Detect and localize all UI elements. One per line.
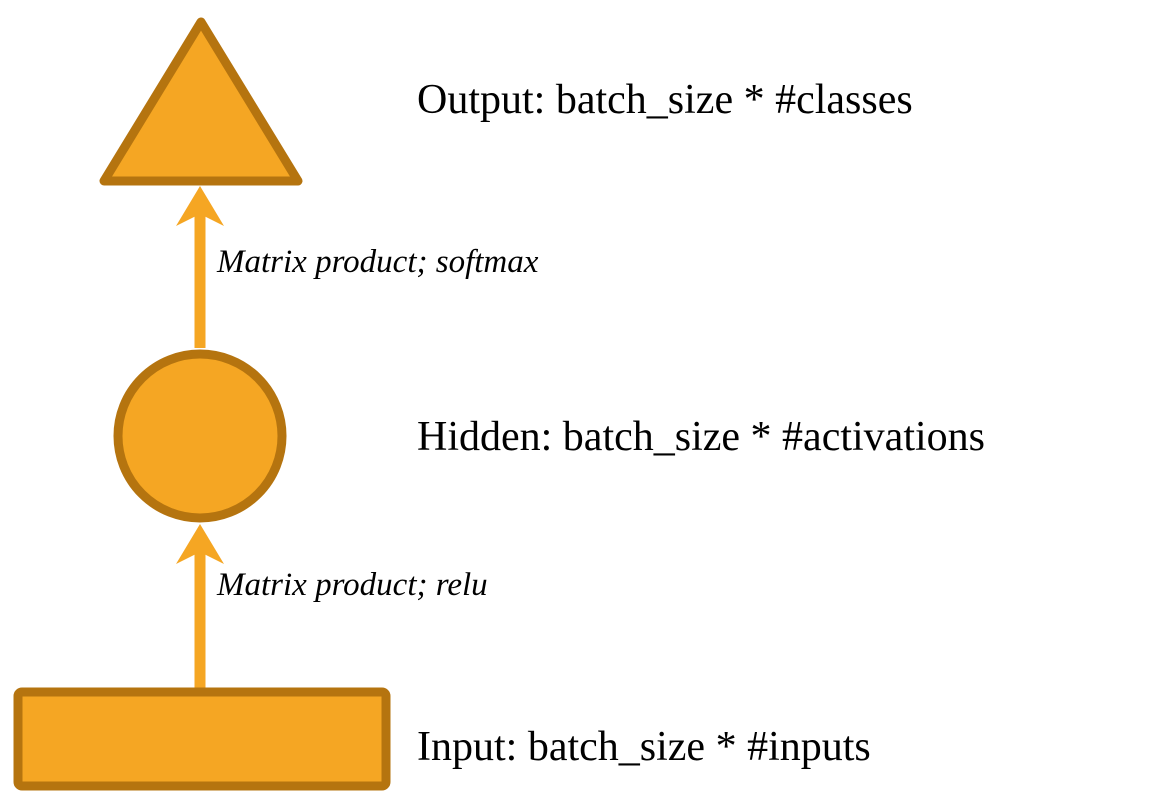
edge-input-to-hidden-arrow[interactable]	[176, 524, 224, 690]
edge-hidden-to-output-head	[176, 186, 224, 226]
edge-input-to-hidden-head	[176, 524, 224, 564]
node-output-triangle[interactable]	[99, 17, 303, 186]
edge-hidden-to-output-arrow[interactable]	[176, 186, 224, 348]
edge-label-input-to-hidden: Matrix product; relu	[217, 567, 488, 603]
node-label-input: Input: batch_size * #inputs	[417, 724, 871, 770]
edge-label-hidden-to-output: Matrix product; softmax	[217, 244, 539, 280]
node-hidden-circle[interactable]	[113, 349, 287, 523]
node-input-rectangle[interactable]	[13, 687, 391, 791]
node-label-hidden: Hidden: batch_size * #activations	[417, 414, 986, 460]
node-label-output: Output: batch_size * #classes	[417, 77, 913, 123]
